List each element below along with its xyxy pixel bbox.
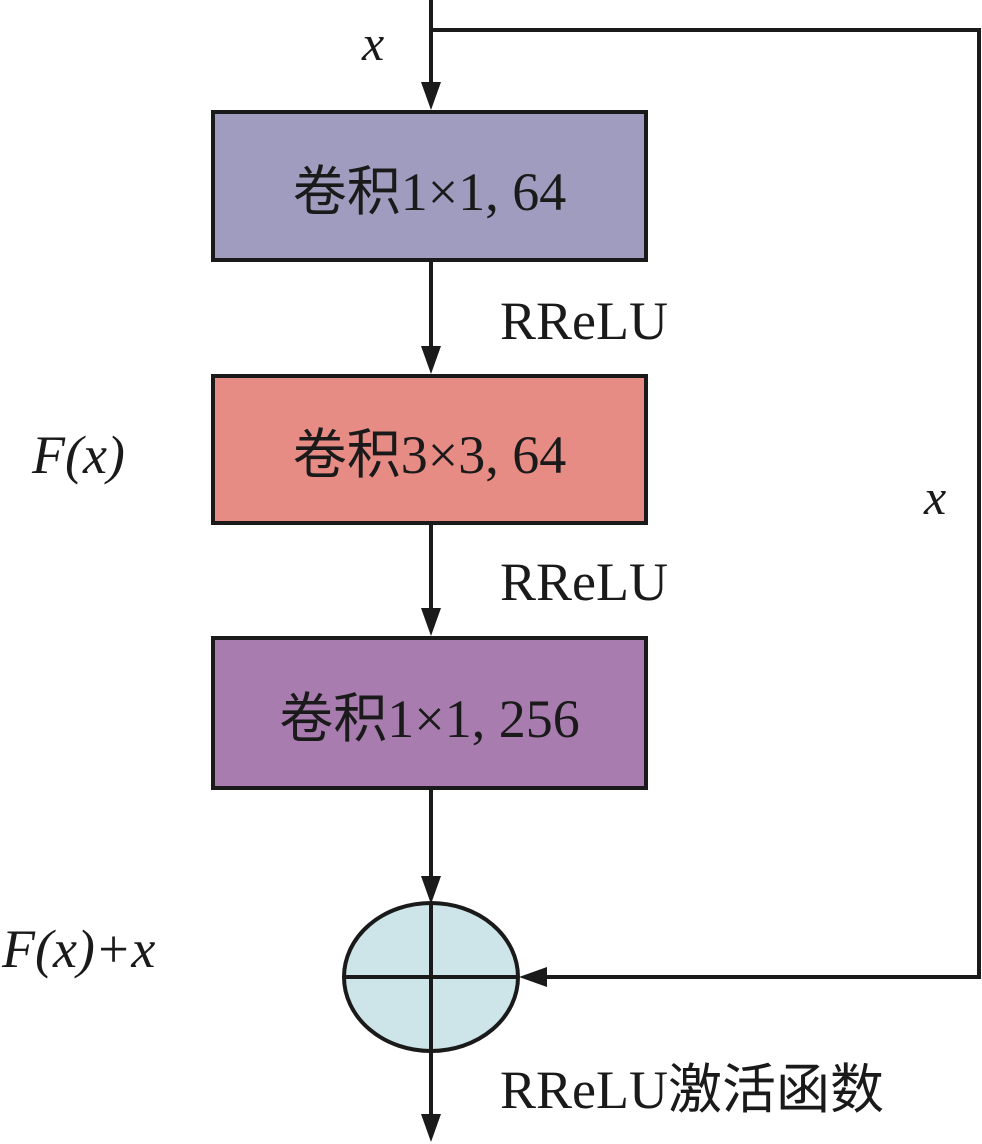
- conv-block-label: 卷积3×3, 64: [292, 425, 567, 485]
- output-arrowhead: [421, 1114, 441, 1142]
- input-x-label: x: [362, 15, 385, 71]
- arrowhead-3: [421, 876, 441, 904]
- skip-x-label: x: [924, 469, 947, 525]
- activation-label-1: RReLU: [500, 291, 668, 351]
- conv-block-1x1-256: 卷积1×1, 256: [211, 636, 648, 790]
- skip-arrowhead: [519, 967, 547, 987]
- conv-block-label: 卷积1×1, 64: [292, 161, 567, 222]
- input-arrowhead: [421, 82, 441, 110]
- skip-connection-line: [431, 28, 981, 979]
- sum-label: F(x)+x: [2, 919, 156, 979]
- conv-block-label: 卷积1×1, 256: [279, 688, 580, 749]
- residual-fx-label: F(x): [32, 425, 125, 485]
- activation-label-2: RReLU: [500, 552, 668, 612]
- conv-block-3x3-64: 卷积3×3, 64: [211, 374, 648, 525]
- arrowhead-2: [421, 608, 441, 636]
- arrowhead-1: [421, 346, 441, 374]
- conv-block-1x1-64: 卷积1×1, 64: [211, 110, 648, 262]
- activation-label-final: RReLU激活函数: [500, 1060, 884, 1120]
